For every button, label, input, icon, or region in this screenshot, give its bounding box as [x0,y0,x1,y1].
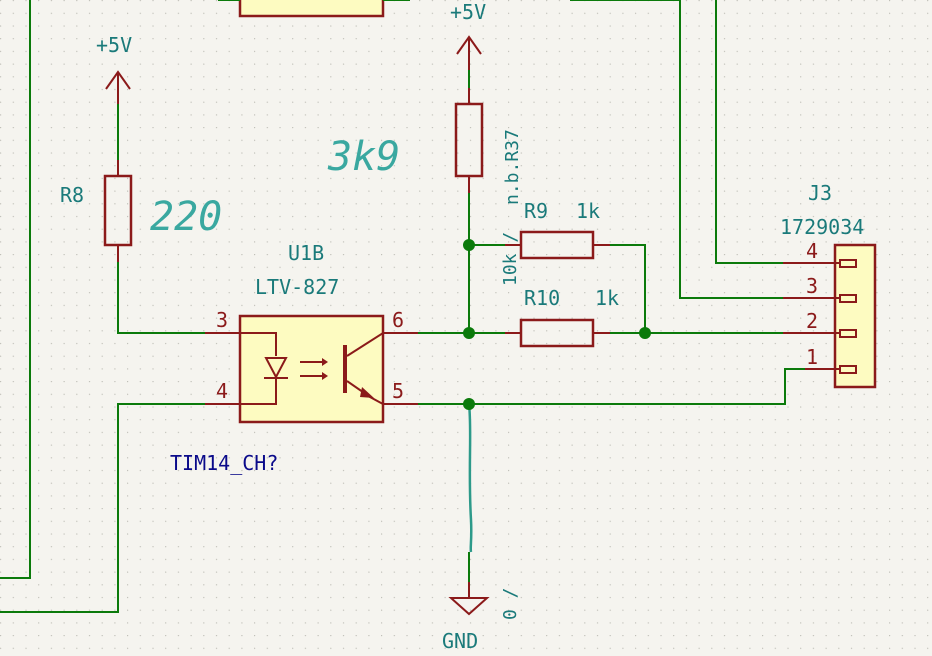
junction-dot [463,398,475,410]
light-arrows [300,358,328,380]
r37-ref-note: n.b.R37 [502,129,523,205]
outer-wires [0,0,205,613]
resistor-r10[interactable]: R10 1k [469,286,619,348]
power-5v-top: +5V [450,0,486,70]
net-label-tim14: TIM14_CH? [170,451,278,475]
resistor-r9[interactable]: R9 1k 10k / [469,199,610,286]
r10-value-label: 1k [595,286,619,310]
resistor-r8[interactable]: R8 [60,160,133,262]
r37-handwritten-value: 3k9 [327,134,400,180]
optocoupler-u1b[interactable]: U1B LTV-827 3 4 6 5 [205,241,418,424]
j3-pin-2: 2 [806,309,818,333]
gnd-note: 0 / [500,587,521,620]
power-5v-left: +5V [96,33,132,104]
j3-value-label: 1729034 [780,215,864,239]
j3-upper-wires [570,0,783,299]
r10-ref-label: R10 [524,286,560,310]
junction-dot [463,239,475,251]
gnd-connection: GND 0 / [442,403,521,653]
power-5v-left-label: +5V [96,33,132,57]
top-partial-component [218,0,410,18]
j3-pin-3: 3 [806,274,818,298]
u1b-pin-3: 3 [216,308,228,332]
connector-j3[interactable]: J3 1729034 4 3 2 1 [780,181,877,389]
u1b-pin-6: 6 [392,308,404,332]
junctions [463,239,651,410]
u1b-ref-label: U1B [288,241,324,265]
led-symbol [240,332,288,405]
power-5v-top-label: +5V [450,0,486,24]
r8-ref-label: R8 [60,183,84,207]
j3-pin-4: 4 [806,239,818,263]
r8-handwritten-value: 220 [150,194,222,240]
r9-note: 10k / [500,232,521,286]
junction-dot [463,327,475,339]
r9-ref-label: R9 [524,199,548,223]
u1b-pin-5: 5 [392,379,404,403]
u1b-value-label: LTV-827 [255,275,339,299]
gnd-label: GND [442,629,478,653]
phototransistor-symbol [343,332,384,405]
j3-pin-1: 1 [806,345,818,369]
j3-ref-label: J3 [808,181,832,205]
resistor-r37[interactable]: n.b.R37 [454,88,523,205]
r9-value-label: 1k [576,199,600,223]
u1b-pin-4: 4 [216,379,228,403]
junction-dot [639,327,651,339]
